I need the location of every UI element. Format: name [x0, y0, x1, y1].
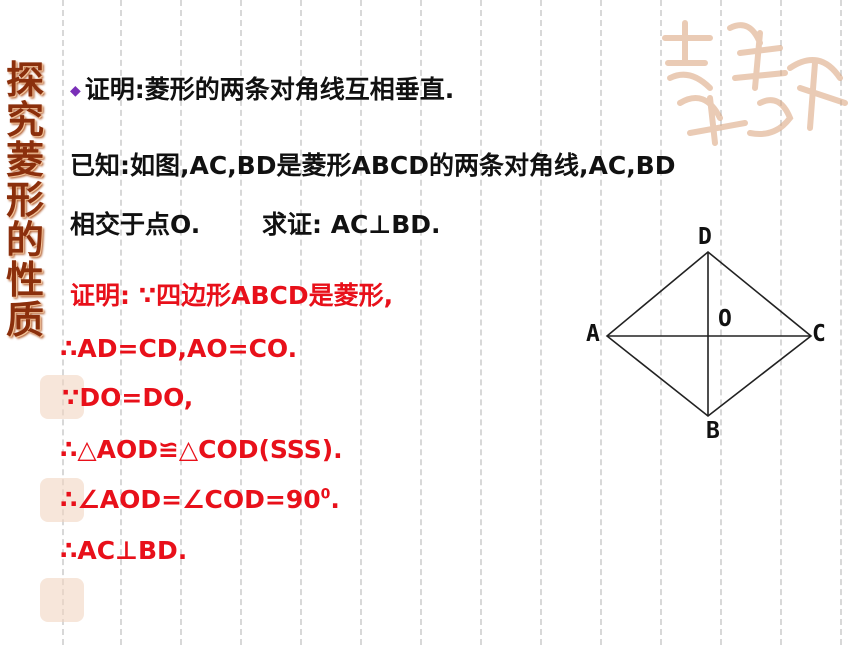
side-title-char: 探 — [5, 57, 44, 102]
prove-statement: 求证: AC⊥BD. — [262, 210, 441, 239]
proof-step: ∵DO=DO, — [62, 383, 194, 412]
heading: ◆证明:菱形的两条对角线互相垂直. — [70, 70, 454, 106]
seal-icon — [40, 478, 84, 522]
decorative-watermark-icon — [662, 20, 848, 146]
rhombus-outline — [605, 250, 813, 418]
proof-step-text: ∴∠AOD=∠COD=90 — [60, 485, 321, 514]
diamond-bullet-icon: ◆ — [70, 83, 81, 99]
bg-line — [660, 0, 662, 645]
degree-superscript: 0 — [320, 486, 331, 503]
side-title: 探 究 菱 形 的 性 质 — [2, 60, 48, 340]
proof-step: ∴∠AOD=∠COD=900. — [60, 485, 340, 514]
bg-line — [360, 0, 362, 645]
point-label-a: A — [586, 321, 600, 347]
side-title-char: 的 — [5, 217, 44, 262]
proof-step: ∴△AOD≌△COD(SSS). — [60, 435, 343, 464]
proof-intro: 证明: ∵四边形ABCD是菱形, — [70, 281, 394, 310]
side-title-char: 质 — [5, 297, 44, 342]
point-label-b: B — [706, 418, 720, 444]
bg-line — [300, 0, 302, 645]
proof-step-end: . — [330, 485, 340, 514]
side-title-char: 究 — [5, 97, 44, 142]
given-line-2: 相交于点O. — [70, 210, 201, 239]
point-label-o: O — [718, 306, 732, 332]
bg-line — [180, 0, 182, 645]
rhombus-figure — [605, 250, 813, 418]
seal-icon — [40, 578, 84, 622]
point-label-c: C — [812, 321, 826, 347]
bg-line — [62, 0, 64, 645]
proof-step: ∴AC⊥BD. — [60, 536, 188, 565]
heading-text: 证明:菱形的两条对角线互相垂直. — [84, 75, 455, 104]
given-line-1: 已知:如图,AC,BD是菱形ABCD的两条对角线,AC,BD — [70, 151, 676, 180]
bg-line — [780, 0, 782, 645]
bg-line — [720, 0, 722, 645]
bg-line — [480, 0, 482, 645]
bg-line — [240, 0, 242, 645]
seal-icon — [40, 375, 84, 419]
bg-line — [420, 0, 422, 645]
bg-line — [120, 0, 122, 645]
side-title-char: 形 — [5, 177, 44, 222]
proof-step: ∴AD=CD,AO=CO. — [60, 334, 298, 363]
bg-line — [840, 0, 842, 645]
point-label-d: D — [698, 224, 712, 250]
side-title-char: 性 — [5, 257, 44, 302]
side-title-char: 菱 — [5, 137, 44, 182]
bg-line — [600, 0, 602, 645]
bg-line — [540, 0, 542, 645]
